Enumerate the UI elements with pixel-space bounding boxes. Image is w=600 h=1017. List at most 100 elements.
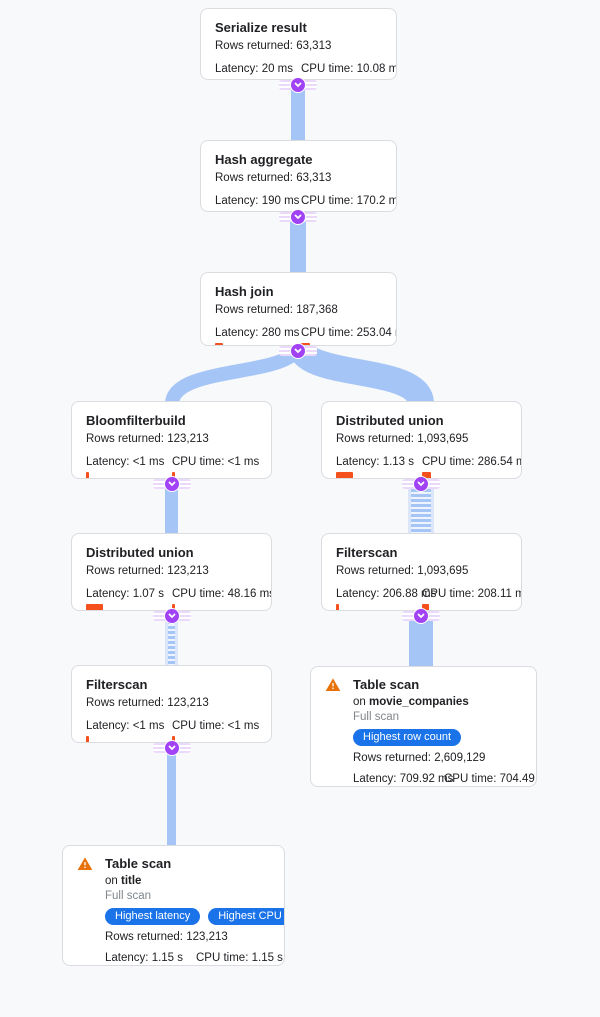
cpu-time-value: CPU time: 1.15 s: [196, 952, 283, 964]
node-title: Distributed union: [86, 545, 194, 560]
metrics: Latency: 709.92 ms CPU time: 704.49 ms: [353, 773, 536, 786]
highest-row-count-badge: Highest row count: [353, 729, 462, 746]
rows-returned: Rows returned: 2,609,129: [353, 752, 486, 764]
edge-distributed-union-to-filterscan-left-remote: [165, 611, 178, 665]
plan-node-filterscan-left[interactable]: Filterscan Rows returned: 123,213 Latenc…: [71, 665, 272, 743]
rows-returned: Rows returned: 1,093,695: [336, 565, 469, 577]
collapse-toggle[interactable]: [153, 608, 191, 624]
rows-returned: Rows returned: 123,213: [86, 697, 209, 709]
chevron-down-icon: [164, 608, 180, 624]
plan-node-hash-join[interactable]: Hash join Rows returned: 187,368 Latency…: [200, 272, 397, 346]
cpu-time-value: CPU time: 286.54 ms: [422, 456, 521, 468]
highest-latency-badge: Highest latency: [105, 908, 201, 925]
rows-returned: Rows returned: 123,213: [105, 931, 228, 943]
cpu-time-value: CPU time: 704.49 ms: [444, 773, 536, 785]
node-title: Hash join: [215, 284, 274, 299]
collapse-toggle[interactable]: [402, 476, 440, 492]
edge-filterscan-to-table-scan-left: [167, 743, 176, 845]
edge-bloomfilterbuild-to-distributed-union: [165, 479, 178, 533]
latency-bar: [215, 343, 223, 345]
cpu-time-value: CPU time: 170.2 ms: [301, 195, 396, 207]
latency-bar: [215, 211, 221, 212]
latency-value: Latency: <1 ms: [86, 720, 165, 732]
latency-bar: [336, 472, 353, 478]
latency-bar: [336, 604, 339, 610]
plan-node-table-scan-movie-companies[interactable]: Table scan on movie_companies Full scan …: [310, 666, 537, 787]
node-title: Distributed union: [336, 413, 444, 428]
plan-node-filterscan-right[interactable]: Filterscan Rows returned: 1,093,695 Late…: [321, 533, 522, 611]
latency-bar: [86, 472, 89, 478]
cpu-time-value: CPU time: 208.11 ms: [422, 588, 521, 600]
node-title: Table scan: [353, 677, 420, 692]
edge-hash-aggregate-to-hash-join: [290, 212, 306, 272]
chevron-down-icon: [290, 77, 306, 93]
chevron-down-icon: [164, 476, 180, 492]
rows-returned: Rows returned: 63,313: [215, 40, 332, 52]
cpu-time-value: CPU time: 10.08 ms: [301, 63, 396, 75]
cpu-time-bar: [301, 343, 310, 345]
rows-returned: Rows returned: 1,093,695: [336, 433, 469, 445]
warning-icon: [77, 856, 93, 872]
node-title: Table scan: [105, 856, 172, 871]
plan-node-distributed-union-right[interactable]: Distributed union Rows returned: 1,093,6…: [321, 401, 522, 479]
cpu-time-bar: [422, 604, 429, 610]
plan-node-bloomfilterbuild[interactable]: Bloomfilterbuild Rows returned: 123,213 …: [71, 401, 272, 479]
chevron-down-icon: [164, 740, 180, 756]
metrics: Latency: 1.13 s CPU time: 286.54 ms: [336, 456, 521, 478]
scan-type: Full scan: [105, 890, 152, 902]
latency-value: Latency: 20 ms: [215, 63, 294, 75]
latency-value: Latency: 1.07 s: [86, 588, 165, 600]
node-title: Bloomfilterbuild: [86, 413, 186, 428]
collapse-toggle[interactable]: [153, 740, 191, 756]
metrics: Latency: 190 ms CPU time: 170.2 ms: [215, 195, 396, 212]
collapse-toggle[interactable]: [153, 476, 191, 492]
metrics: Latency: 20 ms CPU time: 10.08 ms: [215, 63, 396, 79]
cpu-time-value: CPU time: 253.04 ms: [301, 327, 396, 339]
latency-value: Latency: 709.92 ms: [353, 773, 454, 785]
cpu-time-value: CPU time: <1 ms: [172, 720, 260, 732]
edge-serialize-to-hash-aggregate: [291, 80, 305, 140]
scan-type: Full scan: [353, 711, 400, 723]
latency-value: Latency: <1 ms: [86, 456, 165, 468]
latency-value: Latency: 1.13 s: [336, 456, 415, 468]
metrics: Latency: <1 ms CPU time: <1 ms: [86, 456, 260, 478]
collapse-toggle[interactable]: [402, 608, 440, 624]
cpu-time-bar: [422, 472, 431, 478]
collapse-toggle[interactable]: [279, 343, 317, 359]
rows-returned: Rows returned: 123,213: [86, 565, 209, 577]
latency-bar: [86, 604, 103, 610]
cpu-time-bar: [172, 736, 175, 742]
latency-value: Latency: 190 ms: [215, 195, 300, 207]
latency-value: Latency: 1.15 s: [105, 952, 184, 964]
latency-bar: [86, 736, 89, 742]
collapse-toggle[interactable]: [279, 209, 317, 225]
highest-cpu-time-badge: Highest CPU time: [208, 908, 284, 925]
node-title: Serialize result: [215, 20, 307, 35]
collapse-toggle[interactable]: [279, 77, 317, 93]
chevron-down-icon: [413, 476, 429, 492]
metrics: Latency: 280 ms CPU time: 253.04 ms: [215, 327, 396, 345]
metrics: Latency: 1.07 s CPU time: 48.16 ms: [86, 588, 271, 610]
plan-node-serialize-result[interactable]: Serialize result Rows returned: 63,313 L…: [200, 8, 397, 80]
metrics: Latency: 1.15 s CPU time: 1.15 s: [105, 952, 283, 965]
chevron-down-icon: [290, 209, 306, 225]
rows-returned: Rows returned: 123,213: [86, 433, 209, 445]
table-name: on title: [105, 875, 142, 887]
chevron-down-icon: [413, 608, 429, 624]
node-title: Filterscan: [86, 677, 148, 692]
cpu-time-value: CPU time: <1 ms: [172, 456, 260, 468]
cpu-time-bar: [172, 472, 175, 478]
plan-node-hash-aggregate[interactable]: Hash aggregate Rows returned: 63,313 Lat…: [200, 140, 397, 212]
metrics: Latency: <1 ms CPU time: <1 ms: [86, 720, 260, 742]
latency-value: Latency: 280 ms: [215, 327, 300, 339]
cpu-time-bar: [172, 604, 175, 610]
plan-node-table-scan-title[interactable]: Table scan on title Full scan Highest la…: [62, 845, 285, 966]
node-title: Hash aggregate: [215, 152, 313, 167]
chevron-down-icon: [290, 343, 306, 359]
plan-node-distributed-union-left[interactable]: Distributed union Rows returned: 123,213…: [71, 533, 272, 611]
warning-icon: [325, 677, 341, 693]
latency-value: Latency: 206.88 ms: [336, 588, 437, 600]
metrics: Latency: 206.88 ms CPU time: 208.11 ms: [336, 588, 521, 610]
rows-returned: Rows returned: 187,368: [215, 304, 338, 316]
cpu-time-value: CPU time: 48.16 ms: [172, 588, 272, 600]
